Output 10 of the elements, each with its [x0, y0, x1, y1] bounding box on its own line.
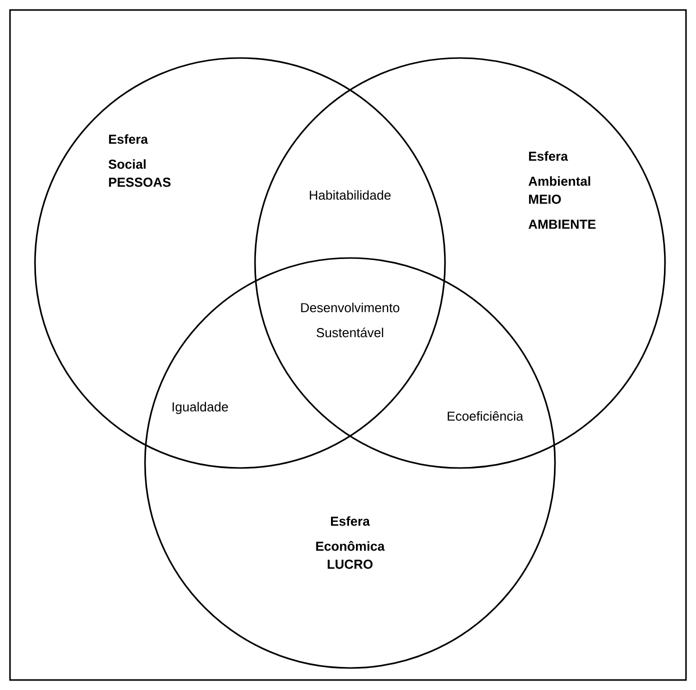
sphere-label: Esfera Social: [108, 134, 148, 169]
sphere-label: LUCRO: [328, 560, 373, 569]
region-label: Igualdade: [172, 402, 228, 414]
sphere-label: Esfera Ambiental: [528, 151, 590, 186]
region-label: Habitabilidade: [310, 190, 391, 200]
sphere-label: MEIO AMBIENTE: [528, 194, 596, 229]
sphere-label: PESSOAS: [109, 178, 171, 187]
region-label: Ecoeficiência: [448, 411, 524, 421]
region-label: Desenvolvimento Sustentável: [301, 302, 400, 338]
sphere-label: Esfera Econômica: [316, 516, 385, 551]
